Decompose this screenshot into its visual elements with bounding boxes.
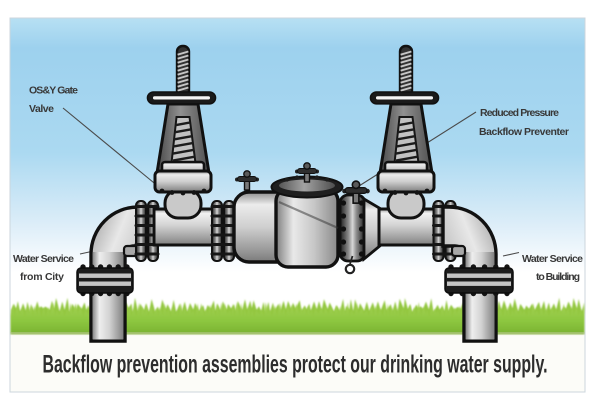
svg-text:Backflow Preventer: Backflow Preventer bbox=[479, 126, 569, 138]
svg-text:Water Service: Water Service bbox=[13, 253, 74, 265]
svg-text:from City: from City bbox=[20, 271, 64, 283]
svg-text:Reduced Pressure: Reduced Pressure bbox=[480, 107, 559, 119]
svg-text:Water Service: Water Service bbox=[522, 253, 583, 265]
svg-text:to Building: to Building bbox=[536, 271, 580, 283]
svg-text:Valve: Valve bbox=[29, 103, 54, 115]
svg-text:Backflow prevention assemblies: Backflow prevention assemblies protect o… bbox=[43, 351, 548, 379]
svg-text:OS&Y Gate: OS&Y Gate bbox=[29, 85, 78, 97]
